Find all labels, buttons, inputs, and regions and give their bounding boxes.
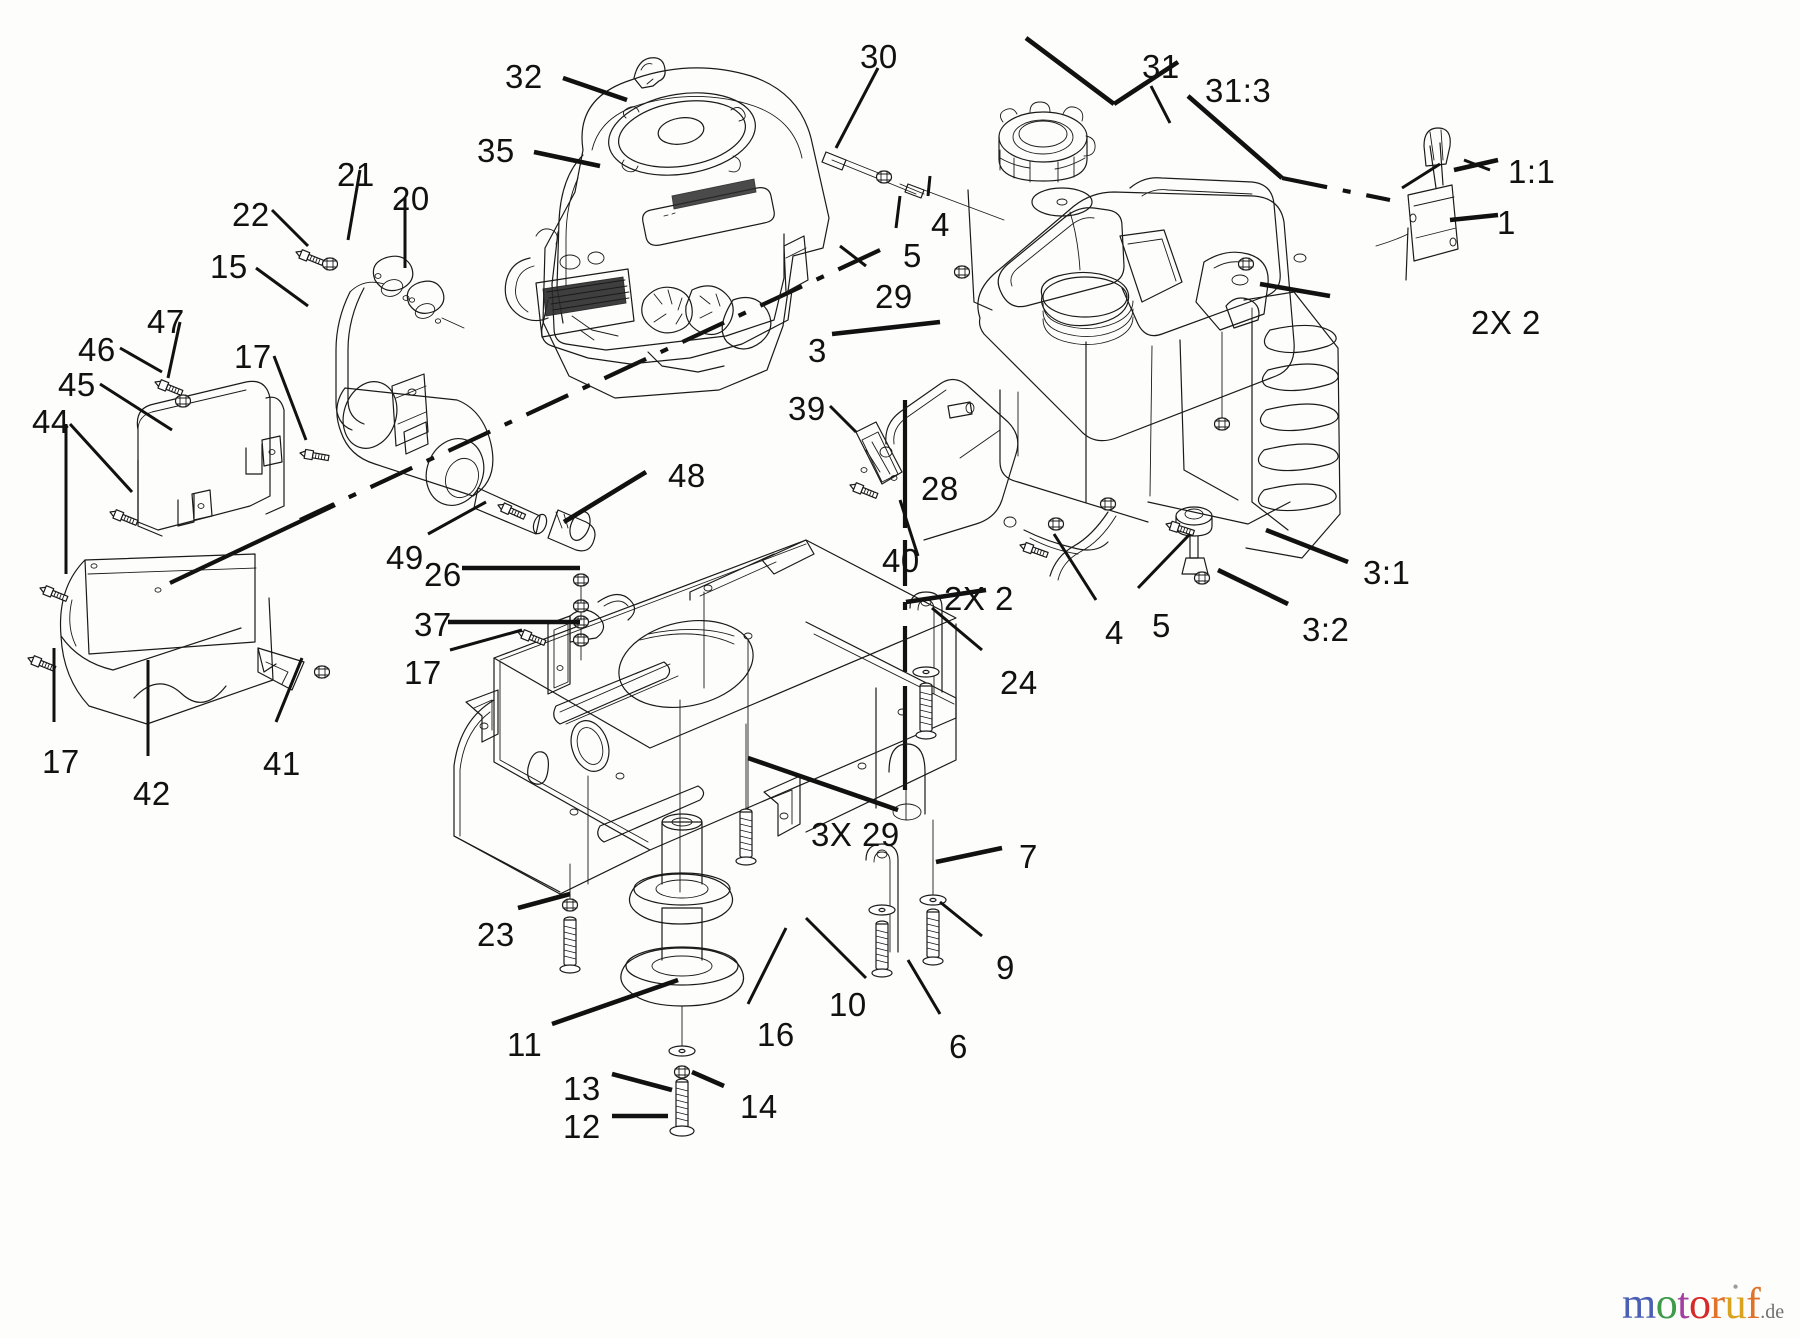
watermark-letter: u <box>1724 1279 1747 1328</box>
callout-49: 49 <box>386 539 424 576</box>
fuel-line-assembly <box>847 378 1196 581</box>
callout-1-1: 1:1 <box>1508 153 1556 190</box>
callout-24: 24 <box>1000 664 1038 701</box>
callout-21: 21 <box>337 156 375 193</box>
grille-louvers <box>1257 324 1339 512</box>
callout-6: 6 <box>949 1028 968 1065</box>
callout-3: 3 <box>808 332 827 369</box>
callout-10: 10 <box>829 986 867 1023</box>
callout-5: 5 <box>1152 607 1171 644</box>
engine-assembly <box>504 57 830 399</box>
callout-26: 26 <box>424 556 462 593</box>
callout-3x-29: 3X 29 <box>811 816 900 853</box>
muffler-assembly <box>293 247 596 552</box>
callout-29: 29 <box>875 278 913 315</box>
callout-17: 17 <box>234 338 272 375</box>
callout-40: 40 <box>882 542 920 579</box>
callout-44: 44 <box>32 403 70 440</box>
callout-32: 32 <box>505 58 543 95</box>
callout-4: 4 <box>1105 614 1124 651</box>
fuel-cap <box>998 101 1096 183</box>
callout-16: 16 <box>757 1016 795 1053</box>
callout-28: 28 <box>921 470 959 507</box>
watermark-letter: f <box>1746 1279 1761 1328</box>
callout-23: 23 <box>477 916 515 953</box>
callout-45: 45 <box>58 366 96 403</box>
callout-37: 37 <box>414 606 452 643</box>
control-lever <box>1375 127 1459 281</box>
callout-2x-2: 2X 2 <box>944 580 1014 617</box>
callout-47: 47 <box>147 303 185 340</box>
callout-13: 13 <box>563 1070 601 1107</box>
callout-7: 7 <box>1019 838 1038 875</box>
callout-17: 17 <box>42 743 80 780</box>
frame-assembly <box>453 539 957 895</box>
callout-9: 9 <box>996 949 1015 986</box>
callout-46: 46 <box>78 331 116 368</box>
callout-41: 41 <box>263 745 301 782</box>
callout-11: 11 <box>507 1026 543 1063</box>
callout-3-2: 3:2 <box>1302 611 1350 648</box>
watermark-letter: o <box>1688 1279 1711 1328</box>
pulley-assembly <box>559 591 947 1137</box>
callout-2x-2: 2X 2 <box>1471 304 1541 341</box>
callout-17: 17 <box>404 654 442 691</box>
callout-35: 35 <box>477 132 515 169</box>
callout-12: 12 <box>563 1108 601 1145</box>
callout-31-3: 31:3 <box>1205 72 1272 109</box>
callout-5: 5 <box>903 237 922 274</box>
callout-3-1: 3:1 <box>1363 554 1411 591</box>
callout-1: 1 <box>1497 204 1516 241</box>
callout-48: 48 <box>668 457 706 494</box>
drain-grommet <box>1175 506 1213 585</box>
watermark-letter: o <box>1655 1279 1678 1328</box>
callout-14: 14 <box>740 1088 778 1125</box>
watermark-letter: r <box>1710 1279 1725 1328</box>
callout-20: 20 <box>392 180 430 217</box>
watermark-dot-icon: • <box>1732 1277 1739 1297</box>
leader-lines <box>52 36 1499 1119</box>
watermark-letter: m <box>1622 1279 1656 1328</box>
motoruf-watermark: motoruf • .de <box>1622 1278 1785 1328</box>
watermark-letter: t <box>1677 1279 1689 1328</box>
callout-39: 39 <box>788 390 826 427</box>
muffler-shield <box>107 377 285 537</box>
fuel-tank-body-assembly <box>821 101 1459 585</box>
watermark-suffix: .de <box>1760 1301 1785 1323</box>
callout-15: 15 <box>210 248 248 285</box>
callout-22: 22 <box>232 196 270 233</box>
callout-31: 31 <box>1142 48 1180 85</box>
callout-30: 30 <box>860 38 898 75</box>
callout-4: 4 <box>931 206 950 243</box>
callout-42: 42 <box>133 775 171 812</box>
